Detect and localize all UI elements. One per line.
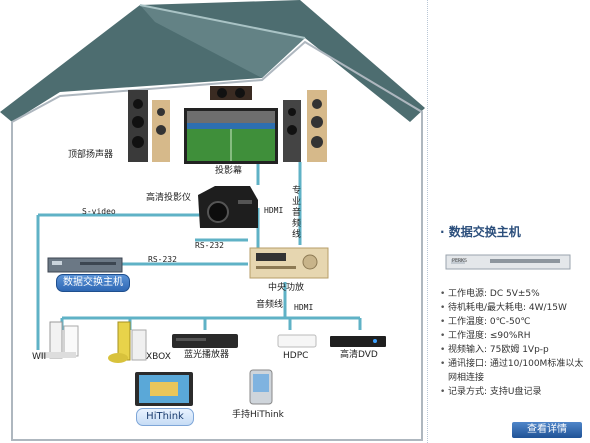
label-hd-dvd: 高清DVD (340, 350, 378, 360)
view-details-button[interactable]: 查看详情 (512, 422, 582, 438)
label-wii: WII (32, 352, 47, 362)
spec-item: 通讯接口: 通过10/100M标准以太网相连接 (440, 357, 590, 385)
label-audio-line: 音频线 (256, 300, 284, 310)
spec-item: 记录方式: 支持U盘记录 (440, 385, 590, 399)
label-s-video: S-video (82, 207, 116, 216)
label-hdmi-devices: HDMI (294, 303, 314, 312)
label-central-amp: 中央功放 (268, 283, 305, 293)
label-ceiling-speaker: 顶部扬声器 (68, 150, 114, 160)
label-xbox: XBOX (146, 352, 171, 362)
house-outline (11, 40, 423, 441)
hd-dvd-device (330, 336, 386, 347)
data-switch-device (47, 257, 123, 273)
product-info-panel (427, 0, 590, 443)
panel-device-brand: PERKS (452, 258, 468, 264)
label-projection-screen: 投影幕 (215, 166, 243, 176)
panel-device-image (445, 254, 571, 270)
right-tower-speaker (283, 90, 327, 162)
center-speaker (210, 86, 252, 100)
spec-item: 工作温度: 0℃-50℃ (440, 315, 590, 329)
left-tower-speaker (128, 90, 170, 162)
hd-projector (198, 186, 258, 228)
central-amplifier (249, 247, 329, 279)
xbox-console (108, 321, 147, 363)
house-roof-highlight (140, 5, 305, 78)
spec-list: 工作电源: DC 5V±5% 待机耗电/最大耗电: 4W/15W 工作温度: 0… (440, 287, 590, 399)
label-hithink: HiThink (136, 408, 194, 426)
spec-item: 工作电源: DC 5V±5% (440, 287, 590, 301)
cable-lines (36, 160, 362, 350)
handheld-device (249, 369, 273, 405)
label-pro-audio-line: 专业音频线 (292, 186, 302, 240)
panel-title: · 数据交换主机 (440, 225, 521, 239)
label-handheld-hithink: 手持HiThink (232, 410, 284, 420)
wii-console (40, 321, 79, 359)
spec-item: 待机耗电/最大耗电: 4W/15W (440, 301, 590, 315)
spec-item: 工作湿度: ≤90%RH (440, 329, 590, 343)
label-data-switch-host: 数据交换主机 (56, 274, 130, 292)
label-hd-projector: 高清投影仪 (146, 193, 192, 203)
spec-item: 视频输入: 75欧姆 1Vp-p (440, 343, 590, 357)
label-rs232-switch: RS-232 (148, 255, 177, 264)
label-hdmi-projector: HDMI (264, 206, 284, 215)
projection-screen (184, 108, 278, 164)
bluray-device (172, 334, 238, 348)
label-rs232-projector: RS-232 (195, 241, 224, 250)
hithink-panel (135, 372, 193, 406)
label-hdpc: HDPC (283, 351, 309, 361)
hdpc-device (277, 334, 317, 348)
label-bluray-player: 蓝光播放器 (184, 350, 230, 360)
house-roof (0, 0, 425, 122)
